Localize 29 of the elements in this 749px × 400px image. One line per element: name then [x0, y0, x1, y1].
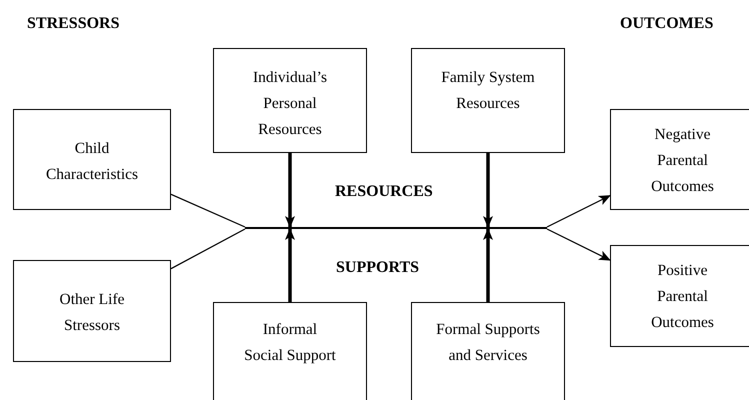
arrow: [285, 153, 295, 228]
section-heading: SUPPORTS: [336, 258, 420, 278]
arrow: [546, 195, 611, 228]
arrow: [483, 228, 493, 302]
section-heading: RESOURCES: [335, 182, 433, 202]
arrow: [285, 228, 295, 302]
box-text: Family System Resources: [440, 68, 536, 114]
factor-box: [411, 48, 565, 153]
factor-box: [610, 245, 749, 347]
box-text: Individual’s Personal Resources: [252, 68, 328, 140]
factor-box: [213, 48, 367, 153]
box-text: Other Life Stressors: [58, 290, 126, 336]
arrow: [546, 228, 611, 261]
section-heading: OUTCOMES: [620, 14, 714, 34]
box-text: Positive Parental Outcomes: [650, 261, 715, 333]
connector-line: [170, 194, 246, 228]
factor-box: [610, 109, 749, 210]
factor-box: [213, 302, 367, 400]
connector-line: [170, 228, 246, 270]
arrow: [483, 153, 493, 228]
section-heading: STRESSORS: [27, 14, 120, 34]
factor-box: [13, 260, 171, 362]
box-text: Formal Supports and Services: [435, 320, 541, 366]
box-text: Informal Social Support: [243, 320, 337, 366]
box-text: Negative Parental Outcomes: [650, 125, 715, 197]
factor-box: [13, 109, 171, 210]
trunk-line: [245, 227, 547, 229]
factor-box: [411, 302, 565, 400]
box-text: Child Characteristics: [44, 139, 140, 185]
